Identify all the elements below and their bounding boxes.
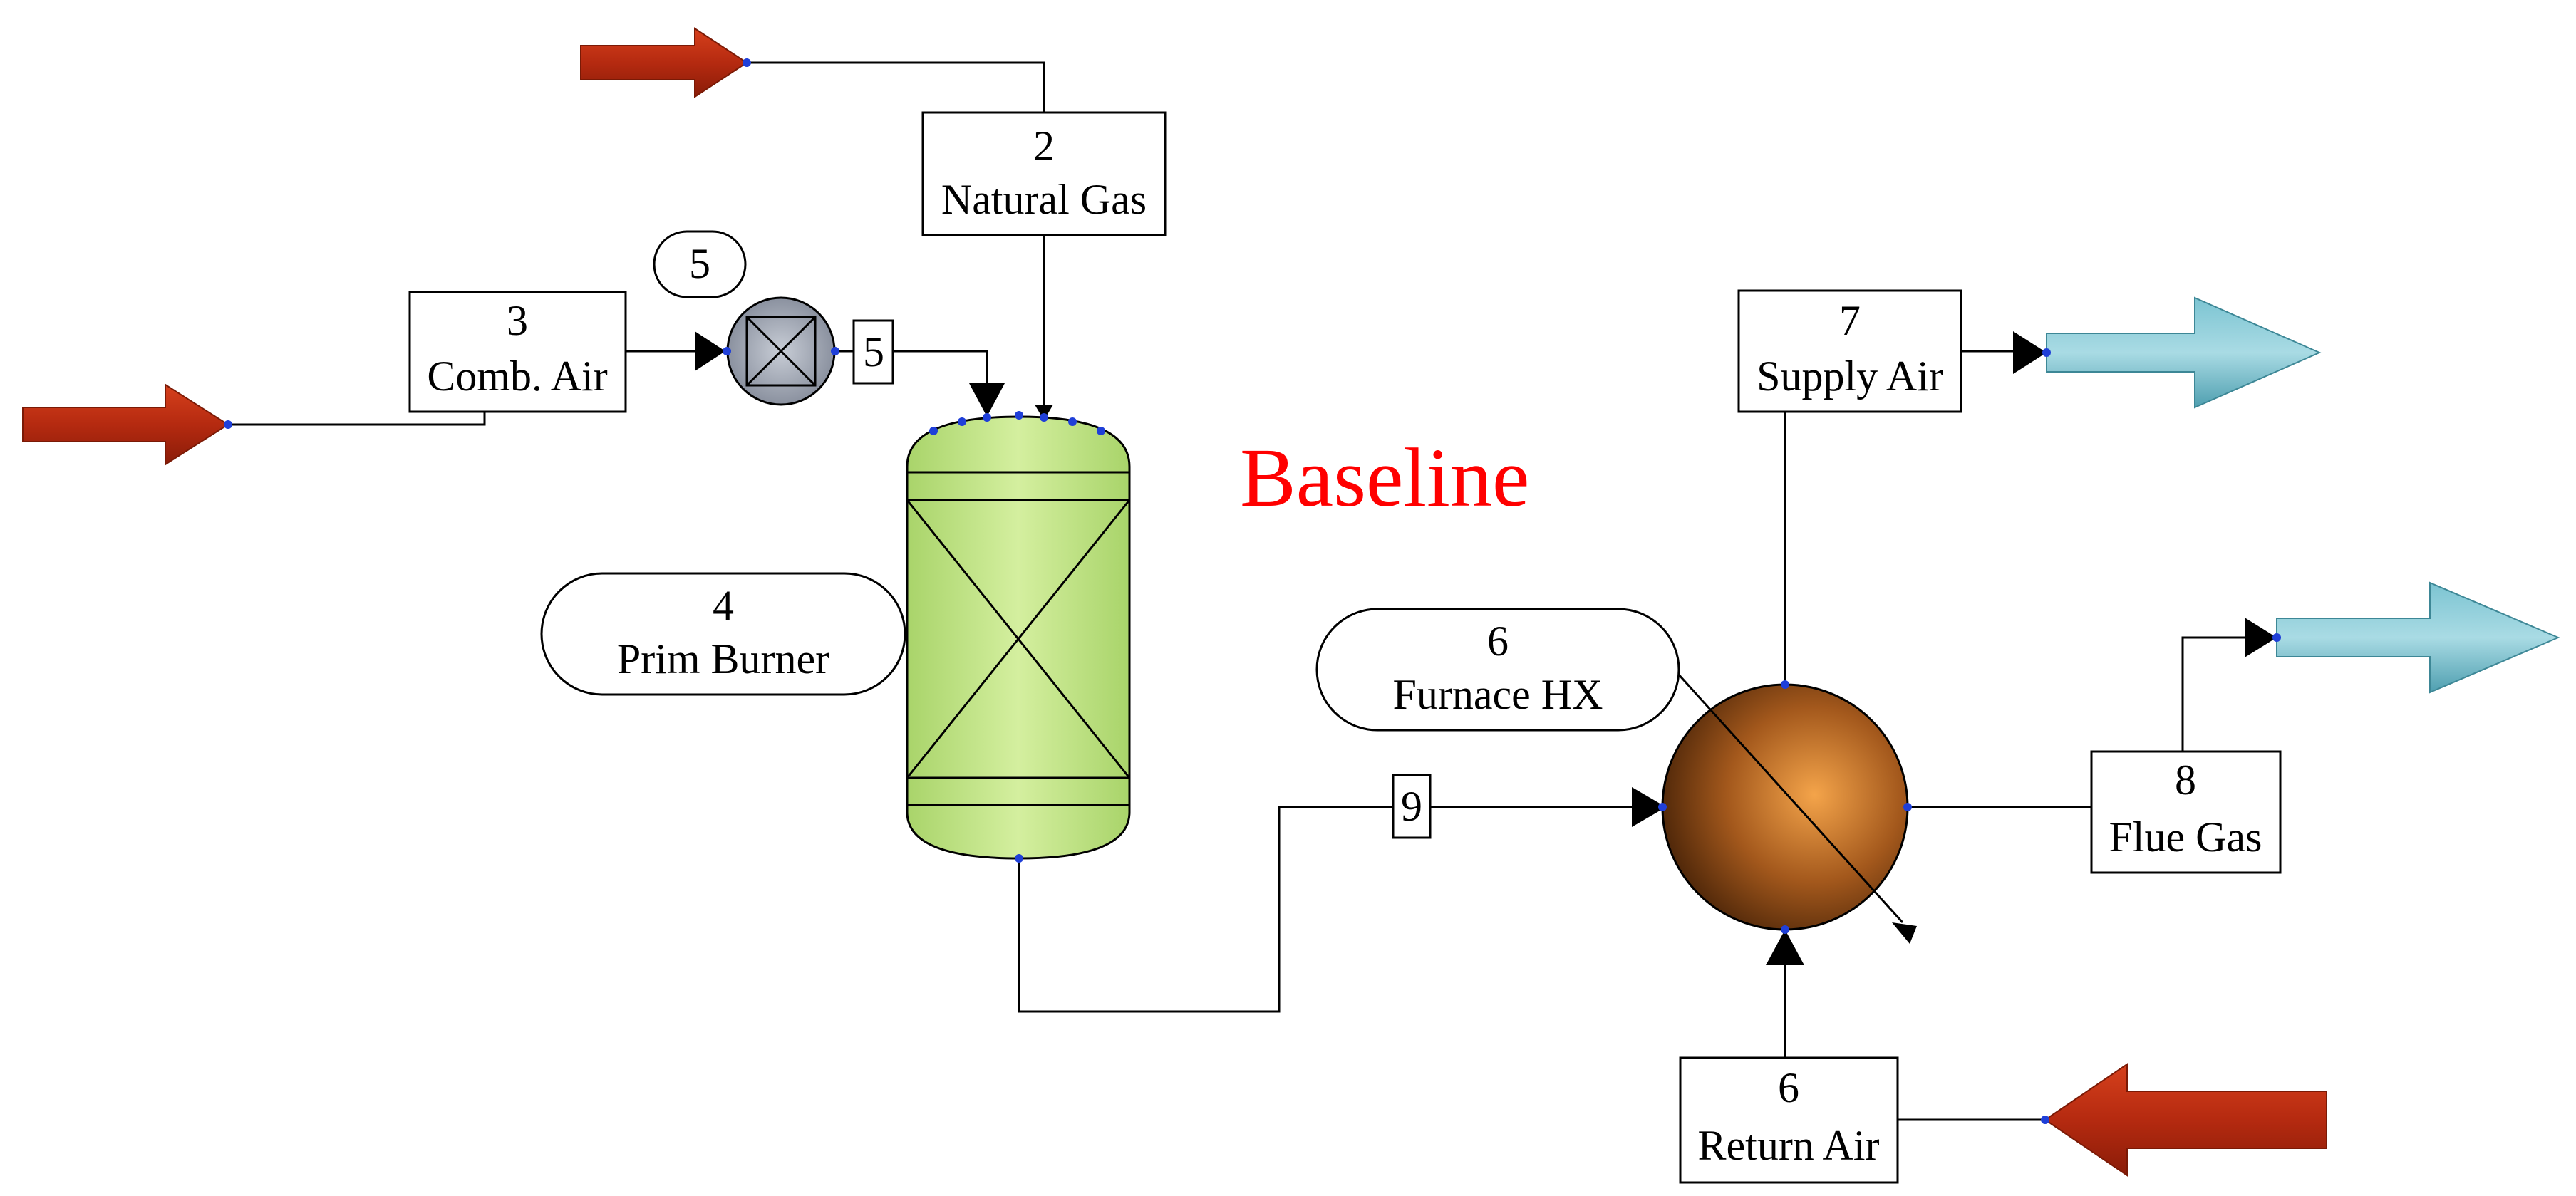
natural-gas-stream-box[interactable]: 2 Natural Gas	[921, 111, 1167, 236]
furnace-hx-unit-label[interactable]: 6 Furnace HX	[1315, 608, 1680, 732]
supply-air-stream-number: 7	[1839, 297, 1861, 344]
natural-gas-stream-name: Natural Gas	[941, 176, 1147, 223]
flue-gas-stream-name: Flue Gas	[2109, 813, 2262, 860]
natural-gas-feed-arrow	[580, 27, 748, 98]
supply-air-stream-box[interactable]: 7 Supply Air	[1737, 289, 1962, 413]
return-air-feed-arrow	[2044, 1063, 2327, 1177]
return-air-stream-name: Return Air	[1698, 1122, 1880, 1169]
burner-ports	[929, 411, 1105, 863]
comb-air-stream-box[interactable]: 3 Comb. Air	[408, 291, 627, 413]
comb-air-fan[interactable]	[723, 296, 839, 406]
supply-air-product-arrow	[2046, 296, 2322, 409]
diagram-title: Baseline	[1240, 431, 1529, 524]
natural-gas-stream-number: 2	[1033, 123, 1055, 170]
other-ports	[224, 58, 2281, 1124]
stream-9-tag[interactable]: 9	[1392, 774, 1432, 839]
return-air-stream-box[interactable]: 6 Return Air	[1679, 1056, 1899, 1184]
fan-unit-label[interactable]: 5	[653, 230, 747, 298]
furnace-hx-unit-number: 6	[1487, 618, 1509, 665]
comb-air-stream-number: 3	[507, 297, 528, 344]
return-air-stream-number: 6	[1778, 1064, 1799, 1111]
furnace-hx-unit-name: Furnace HX	[1393, 671, 1603, 718]
furnace-hx[interactable]	[1658, 665, 1917, 944]
stream-5-tag[interactable]: 5	[852, 319, 894, 385]
flue-gas-stream-number: 8	[2175, 756, 2196, 804]
flow-arrowheads	[695, 331, 2277, 965]
comb-air-feed-arrow	[22, 383, 229, 466]
supply-air-stream-name: Supply Air	[1757, 353, 1943, 400]
prim-burner-unit-label[interactable]: 4 Prim Burner	[540, 572, 906, 696]
stream-9-number: 9	[1401, 783, 1422, 830]
prim-burner-unit-name: Prim Burner	[617, 635, 829, 682]
flue-gas-stream-box[interactable]: 8 Flue Gas	[2090, 750, 2282, 874]
stream-5-number: 5	[863, 328, 884, 375]
prim-burner-unit-number: 4	[713, 582, 734, 629]
flue-gas-product-arrow	[2276, 581, 2560, 694]
fan-unit-number: 5	[689, 240, 710, 287]
prim-burner-vessel[interactable]	[906, 415, 1131, 860]
stream-lines	[228, 61, 2247, 1121]
comb-air-stream-name: Comb. Air	[427, 353, 607, 400]
